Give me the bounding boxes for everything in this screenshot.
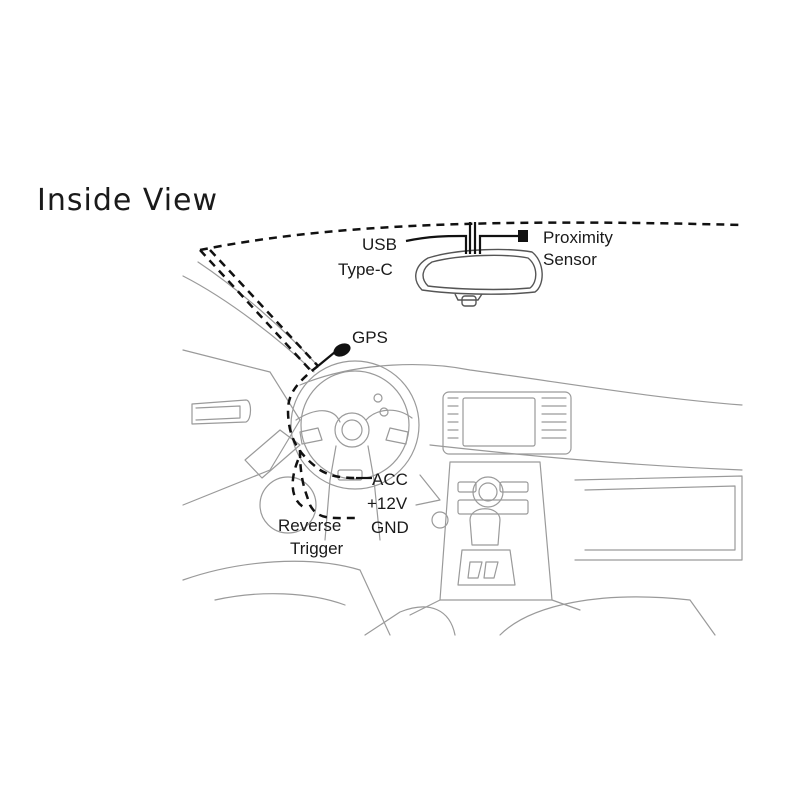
passenger-seat — [499, 596, 716, 636]
center-console — [439, 461, 553, 601]
wire-power — [298, 449, 357, 520]
gps-wire — [317, 351, 336, 367]
dashboard-right — [574, 475, 743, 561]
page-title: Inside View — [37, 183, 219, 218]
steering-hub — [334, 412, 370, 448]
steering-wheel-outer — [290, 360, 420, 490]
proximity-sensor-icon — [518, 230, 528, 242]
type-c-label: Type-C — [338, 260, 393, 279]
gps-label: GPS — [352, 328, 388, 347]
wire-reverse — [291, 459, 306, 510]
acc-label: ACC — [372, 470, 408, 489]
door-pocket — [244, 429, 301, 479]
gnd-label: GND — [371, 518, 409, 537]
gear-shifter — [469, 508, 501, 546]
a-pillar — [182, 275, 315, 373]
center-display-screen — [462, 397, 536, 447]
door-handle — [191, 399, 252, 425]
door-panel — [182, 349, 301, 506]
plus12v-label: +12V — [367, 494, 408, 513]
rearview-mirror — [415, 248, 543, 307]
trigger-label: Trigger — [290, 539, 344, 558]
sensor-label: Sensor — [543, 250, 597, 269]
center-display-frame — [442, 391, 572, 455]
usb-label: USB — [362, 235, 397, 254]
wire-a-pillar-down — [286, 365, 357, 480]
reverse-label: Reverse — [278, 516, 342, 535]
wire-left — [199, 249, 313, 373]
door-handle-inner — [195, 405, 241, 421]
windshield-outline — [199, 221, 743, 252]
proximity-wire — [478, 234, 518, 254]
steering-wheel-inner — [300, 370, 410, 480]
wire-right-inner — [209, 249, 319, 367]
usb-wire — [405, 234, 468, 254]
dashboard-top — [299, 364, 743, 406]
gps-antenna-icon — [333, 343, 351, 357]
proximity-label: Proximity — [543, 228, 613, 247]
dashboard-lower — [429, 444, 743, 471]
driver-seat — [182, 560, 391, 636]
